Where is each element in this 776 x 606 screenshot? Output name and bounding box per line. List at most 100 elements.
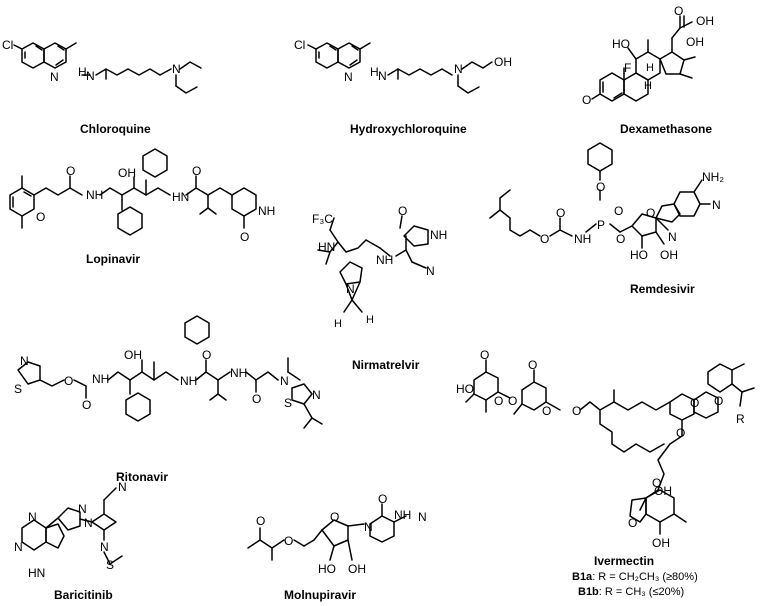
baricitinib-sulfur: S bbox=[106, 558, 115, 572]
molnupiravir-2-hydroxyl: HO bbox=[318, 562, 336, 576]
nirmatrelvir-nh: HN bbox=[318, 240, 336, 254]
ritonavir-carbonyl-o-2: O bbox=[202, 348, 212, 362]
remdesivir-nh: NH bbox=[574, 232, 592, 246]
lopinavir-hydroxyl: OH bbox=[118, 166, 136, 180]
remdesivir-ring-n: N bbox=[712, 198, 721, 212]
remdesivir-phenoxy-o: O bbox=[596, 180, 606, 194]
hcq-tert-amine-n: N bbox=[454, 62, 463, 76]
baricitinib-ring-n-2: N bbox=[14, 540, 23, 554]
ritonavir-thiazole2-n: N bbox=[312, 388, 321, 402]
dexa-h-8: H bbox=[646, 62, 654, 74]
ritonavir-nh-2: NH bbox=[180, 374, 198, 388]
dexa-primary-oh: OH bbox=[696, 14, 714, 28]
ritonavir-nh-1: NH bbox=[92, 372, 110, 386]
baricitinib-pyrazole-n-1: N bbox=[78, 502, 87, 516]
variant-id: B1b bbox=[578, 586, 599, 598]
lopinavir-urea-o: O bbox=[240, 230, 250, 244]
compound-label-molnupiravir: Molnupiravir bbox=[284, 588, 357, 602]
ring-n-atom: N bbox=[50, 70, 59, 84]
molnupiravir-ester-o: O bbox=[284, 534, 294, 548]
ivermectin-spiro-o-1: O bbox=[690, 396, 700, 410]
nirmatrelvir-h-left: H bbox=[334, 318, 342, 330]
baricitinib-nitrile-n: N bbox=[118, 480, 127, 494]
ivermectin-lactone-carbonyl-o: O bbox=[652, 476, 662, 490]
lopinavir-amide-o-1: O bbox=[66, 164, 76, 178]
molnupiravir-oxime-n: N bbox=[418, 510, 427, 524]
ivermectin-4-hydroxyl: HO bbox=[456, 382, 474, 396]
remdesivir-2-hydroxyl: HO bbox=[630, 248, 648, 262]
hcq-ring-n: N bbox=[344, 70, 353, 84]
lopinavir-amide-o-2: O bbox=[192, 164, 202, 178]
dexa-fluoro: F bbox=[624, 61, 632, 75]
nirmatrelvir-nitrile-n: N bbox=[426, 264, 435, 278]
amine-n: N bbox=[86, 69, 95, 83]
baricitinib-pyrazole-n-2: N bbox=[84, 516, 93, 530]
baricitinib-ring-n-1: N bbox=[28, 510, 37, 524]
dexa-keto-o: O bbox=[582, 93, 592, 107]
variant-desc: : R = CH₂CH₃ (≥80%) bbox=[592, 571, 698, 583]
variant-desc: : R = CH₃ (≤20%) bbox=[598, 586, 685, 598]
lopinavir-ether-o: O bbox=[36, 210, 46, 224]
ivermectin-lactone-o: O bbox=[676, 426, 686, 440]
dexa-17-hydroxyl: OH bbox=[686, 35, 704, 49]
remdesivir-nitrile-n: N bbox=[668, 230, 677, 244]
hcq-amine-h: H bbox=[370, 65, 379, 79]
ivermectin-variant-b1b: B1b: R = CH₃ (≤20%) bbox=[578, 586, 684, 598]
nirmatrelvir-ring-n: N bbox=[346, 282, 355, 296]
compound-label-lopinavir: Lopinavir bbox=[86, 252, 141, 266]
remdesivir-carbonyl-o: O bbox=[556, 206, 566, 220]
ivermectin-variant-b1a: B1a: R = CH₂CH₃ (≥80%) bbox=[572, 571, 698, 583]
molnupiravir-3-hydroxyl: OH bbox=[348, 562, 366, 576]
baricitinib-azetidine-n: N bbox=[100, 540, 109, 554]
dexa-h-9: H bbox=[644, 80, 652, 92]
compound-label-hydroxychloroquine: Hydroxychloroquine bbox=[350, 122, 467, 136]
compound-label-ritonavir: Ritonavir bbox=[116, 470, 169, 484]
lopinavir-amide-nh-2: HN bbox=[172, 190, 190, 204]
ivermectin-sugar1-o: O bbox=[494, 394, 504, 408]
compound-label-ivermectin: Ivermectin bbox=[594, 554, 655, 568]
ivermectin-methoxy-o-1: O bbox=[480, 348, 490, 362]
compound-label-chloroquine: Chloroquine bbox=[80, 122, 151, 136]
remdesivir-ring-o: O bbox=[646, 206, 656, 220]
compound-label-dexamethasone: Dexamethasone bbox=[620, 122, 713, 136]
compound-label-nirmatrelvir: Nirmatrelvir bbox=[352, 358, 420, 372]
nirmatrelvir-lactam-nh: NH bbox=[430, 228, 448, 242]
ritonavir-thiazole2-s: S bbox=[284, 396, 293, 410]
remdesivir-amine: NH₂ bbox=[702, 170, 724, 184]
molnupiravir-ring-nh: NH bbox=[394, 508, 412, 522]
nirmatrelvir-h-right: H bbox=[366, 314, 374, 326]
remdesivir-3-hydroxyl: OH bbox=[660, 248, 678, 262]
ivermectin-methoxy-o-2: O bbox=[528, 358, 538, 372]
ivermectin-furan-o: O bbox=[628, 516, 638, 530]
tert-amine-n: N bbox=[172, 62, 181, 76]
baricitinib-pyrrole-nh: HN bbox=[28, 566, 46, 580]
dexa-11-hydroxyl: HO bbox=[612, 37, 630, 51]
nirmatrelvir-amide-nh: NH bbox=[376, 253, 394, 267]
ritonavir-thiazole-s: S bbox=[14, 382, 23, 396]
ritonavir-hydroxyl: OH bbox=[124, 348, 142, 362]
ivermectin-sugar2-o: O bbox=[542, 404, 552, 418]
ivermectin-r-group: R bbox=[736, 412, 745, 426]
ritonavir-carbamate-o: O bbox=[64, 374, 74, 388]
compound-label-remdesivir: Remdesivir bbox=[630, 282, 695, 296]
dexa-ketone-o: O bbox=[674, 4, 684, 18]
ivermectin-spiro-o-2: O bbox=[714, 394, 724, 408]
compound-label-baricitinib: Baricitinib bbox=[54, 588, 113, 602]
lopinavir-ring-nh: NH bbox=[258, 204, 276, 218]
molnupiravir-ring-n-1: N bbox=[364, 520, 373, 534]
remdesivir-p-oxo: O bbox=[614, 204, 624, 218]
lopinavir-amide-nh-1: NH bbox=[86, 188, 104, 202]
molnupiravir-uracil-o: O bbox=[378, 492, 388, 506]
amine-h: H bbox=[78, 65, 87, 79]
ritonavir-thiazole-n: N bbox=[20, 354, 29, 368]
ivermectin-7-hydroxyl: OH bbox=[654, 484, 672, 498]
ritonavir-methyl-n: N bbox=[280, 374, 289, 388]
molnupiravir-ring-o: O bbox=[330, 510, 340, 524]
